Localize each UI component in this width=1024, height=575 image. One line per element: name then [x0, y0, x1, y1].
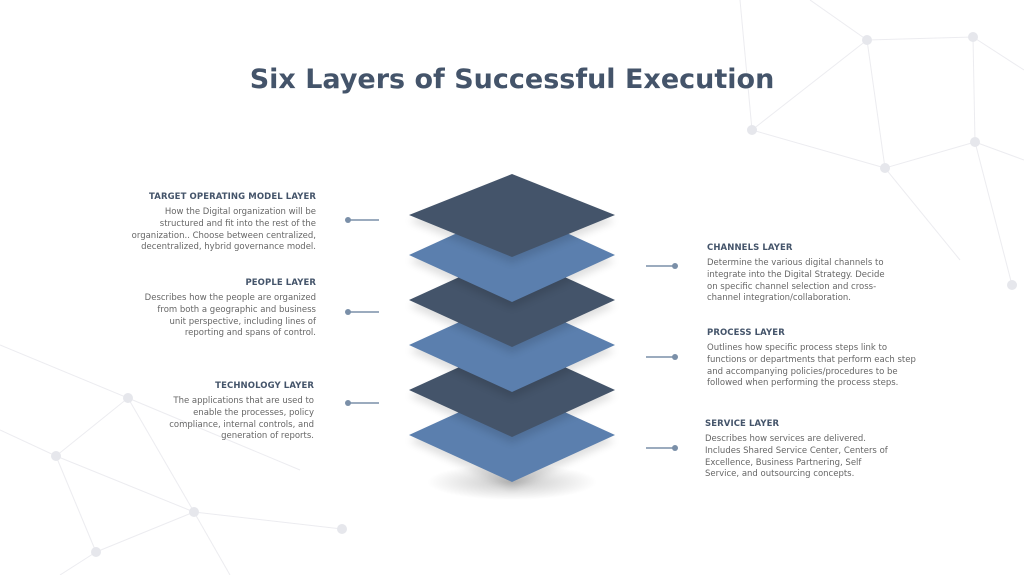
description-line: and accompanying policies/procedures to …: [707, 366, 898, 377]
layer-heading: TECHNOLOGY LAYER: [215, 381, 314, 391]
layer-stack-diagram: [409, 174, 615, 500]
description-line: generation of reports.: [221, 431, 314, 442]
layer-description: Determine the various digital channels t…: [707, 258, 927, 305]
people-layer-block: PEOPLE LAYER Describes how the people ar…: [0, 278, 316, 340]
description-line: Excellence, Business Partnering, Self: [705, 457, 862, 468]
layer-description: Outlines how specific process steps link…: [707, 343, 937, 390]
layer-description: The applications that are used to enable…: [0, 396, 314, 443]
connector-process: [646, 354, 678, 360]
description-line: from both a geographic and business: [157, 304, 316, 315]
layer-heading: SERVICE LAYER: [705, 419, 780, 429]
description-line: channel integration/collaboration.: [707, 293, 851, 304]
description-line: Outlines how specific process steps link…: [707, 343, 888, 353]
description-line: organization.. Choose between centralize…: [131, 230, 316, 241]
description-line: integrate into the Digital Strategy. Dec…: [707, 269, 885, 280]
service-layer-block: SERVICE LAYER Describes how services are…: [705, 419, 925, 481]
connector-channels: [646, 263, 678, 269]
description-line: Describes how the people are organized: [144, 293, 316, 303]
layer-description: How the Digital organization will be str…: [0, 207, 316, 254]
layer-description: Describes how services are delivered. In…: [705, 434, 925, 481]
description-line: followed when performing the process ste…: [707, 378, 899, 389]
description-line: structured and fit into the rest of the: [159, 218, 316, 229]
description-line: decentralized, hybrid governance model.: [141, 242, 316, 253]
description-line: Includes Shared Service Center, Centers …: [705, 445, 888, 456]
layer-plate-1: [409, 174, 615, 263]
connector-technology: [345, 400, 379, 406]
connector-service: [646, 445, 678, 451]
description-line: unit perspective, including lines of: [169, 316, 316, 327]
layer-heading: PROCESS LAYER: [707, 328, 785, 338]
connector-target-operating-model: [345, 217, 379, 223]
layer-heading: PEOPLE LAYER: [245, 278, 316, 288]
target-operating-model-layer-block: TARGET OPERATING MODEL LAYER How the Dig…: [0, 192, 316, 254]
description-line: on specific channel selection and cross-: [707, 281, 877, 292]
description-line: Service, and outsourcing concepts.: [705, 469, 855, 480]
description-line: enable the processes, policy: [193, 407, 314, 418]
description-line: Describes how services are delivered.: [705, 434, 866, 444]
layer-heading: CHANNELS LAYER: [707, 243, 793, 253]
layer-heading: TARGET OPERATING MODEL LAYER: [149, 192, 316, 202]
connector-people: [345, 309, 379, 315]
description-line: How the Digital organization will be: [164, 207, 316, 217]
layer-description: Describes how the people are organized f…: [0, 293, 316, 340]
description-line: Determine the various digital channels t…: [707, 258, 884, 268]
technology-layer-block: TECHNOLOGY LAYER The applications that a…: [0, 381, 314, 443]
page-title: Six Layers of Successful Execution: [249, 64, 775, 95]
description-line: reporting and spans of control.: [184, 328, 316, 339]
channels-layer-block: CHANNELS LAYER Determine the various dig…: [707, 243, 927, 305]
description-line: compliance, internal controls, and: [169, 419, 314, 430]
process-layer-block: PROCESS LAYER Outlines how specific proc…: [707, 328, 937, 390]
description-line: functions or departments that perform ea…: [707, 354, 916, 365]
description-line: The applications that are used to: [173, 396, 314, 406]
